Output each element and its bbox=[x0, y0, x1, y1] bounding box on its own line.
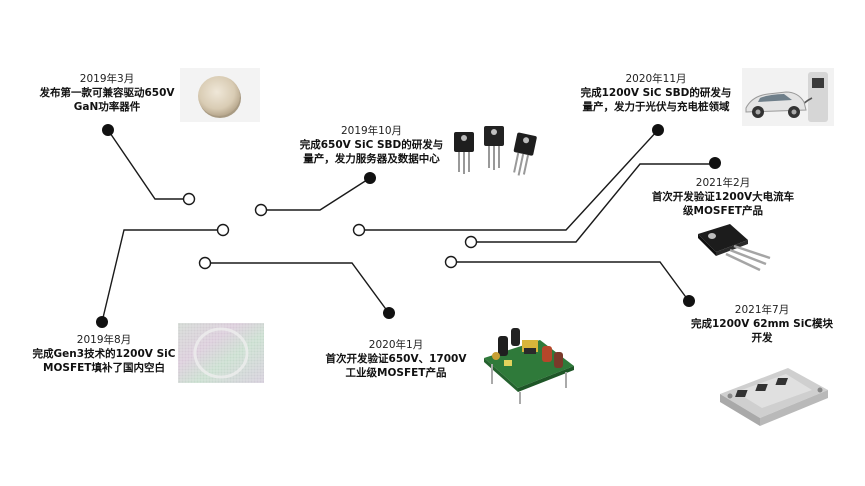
node-2021-02 bbox=[464, 235, 478, 249]
node-2019-10 bbox=[254, 203, 268, 217]
connector-2019-08 bbox=[101, 229, 222, 323]
event-desc-line1: 完成1200V 62mm SiC模块 bbox=[690, 318, 834, 330]
sic-wafer-image bbox=[178, 323, 264, 383]
dot-2019-10 bbox=[364, 172, 376, 184]
connector-2021-07 bbox=[452, 261, 689, 301]
62mm-module-image bbox=[720, 368, 828, 426]
event-desc-line1: 完成1200V SiC SBD的研发与 bbox=[580, 87, 732, 99]
event-date: 2019年10月 bbox=[340, 125, 403, 137]
to247-sbd-devices-image bbox=[454, 126, 537, 176]
event-date: 2020年1月 bbox=[368, 339, 424, 351]
event-2020-01: 2020年1月 首次开发验证650V、1700V 工业级MOSFET产品 bbox=[316, 338, 476, 380]
event-desc-line2: 开发 bbox=[751, 332, 773, 344]
connector-2020-01 bbox=[206, 262, 389, 313]
event-date: 2019年3月 bbox=[79, 73, 135, 85]
event-desc-line1: 首次开发验证1200V大电流车 bbox=[651, 191, 795, 203]
dot-2020-01 bbox=[383, 307, 395, 319]
event-date: 2021年7月 bbox=[734, 304, 790, 316]
to247-mosfet-image bbox=[698, 224, 771, 272]
event-2019-10: 2019年10月 完成650V SiC SBD的研发与 量产，发力服务器及数据中… bbox=[284, 124, 459, 166]
dot-2019-03 bbox=[102, 124, 114, 136]
event-desc-line2: GaN功率器件 bbox=[73, 101, 141, 113]
event-desc-line2: 级MOSFET产品 bbox=[683, 205, 763, 217]
connector-2020-11 bbox=[360, 129, 659, 231]
node-2020-11 bbox=[352, 223, 366, 237]
connector-2019-03 bbox=[107, 129, 188, 200]
event-2021-07: 2021年7月 完成1200V 62mm SiC模块 开发 bbox=[682, 303, 842, 345]
node-2019-03 bbox=[182, 192, 196, 206]
event-date: 2021年2月 bbox=[695, 177, 751, 189]
dot-2019-08 bbox=[96, 316, 108, 328]
dot-2021-07 bbox=[683, 295, 695, 307]
event-desc-line1: 首次开发验证650V、1700V bbox=[325, 353, 467, 365]
dot-2021-02 bbox=[709, 157, 721, 169]
event-2020-11: 2020年11月 完成1200V SiC SBD的研发与 量产，发力于光伏与充电… bbox=[566, 72, 746, 114]
event-desc-line1: 完成Gen3技术的1200V SiC bbox=[32, 348, 176, 360]
event-desc-line2: MOSFET填补了国内空白 bbox=[43, 362, 165, 374]
node-2021-07 bbox=[444, 255, 458, 269]
event-2019-08: 2019年8月 完成Gen3技术的1200V SiC MOSFET填补了国内空白 bbox=[24, 333, 184, 375]
gan-wafer-disc-image bbox=[180, 68, 260, 122]
event-2019-03: 2019年3月 发布第一款可兼容驱动650V GaN功率器件 bbox=[32, 72, 182, 114]
event-desc-line2: 量产，发力于光伏与充电桩领域 bbox=[582, 101, 730, 113]
event-desc-line1: 完成650V SiC SBD的研发与 bbox=[299, 139, 444, 151]
event-desc-line1: 发布第一款可兼容驱动650V bbox=[39, 87, 175, 99]
event-desc-line2: 工业级MOSFET产品 bbox=[345, 367, 447, 379]
power-board-image bbox=[484, 328, 574, 404]
connector-2021-02 bbox=[472, 163, 715, 243]
node-2020-01 bbox=[198, 256, 212, 270]
event-2021-02: 2021年2月 首次开发验证1200V大电流车 级MOSFET产品 bbox=[643, 176, 803, 218]
dot-2020-11 bbox=[652, 124, 664, 136]
event-date: 2019年8月 bbox=[76, 334, 132, 346]
connector-2019-10 bbox=[262, 177, 371, 211]
node-2019-08 bbox=[216, 223, 230, 237]
ev-charging-image bbox=[742, 68, 834, 126]
event-date: 2020年11月 bbox=[625, 73, 687, 85]
event-desc-line2: 量产，发力服务器及数据中心 bbox=[303, 153, 440, 165]
